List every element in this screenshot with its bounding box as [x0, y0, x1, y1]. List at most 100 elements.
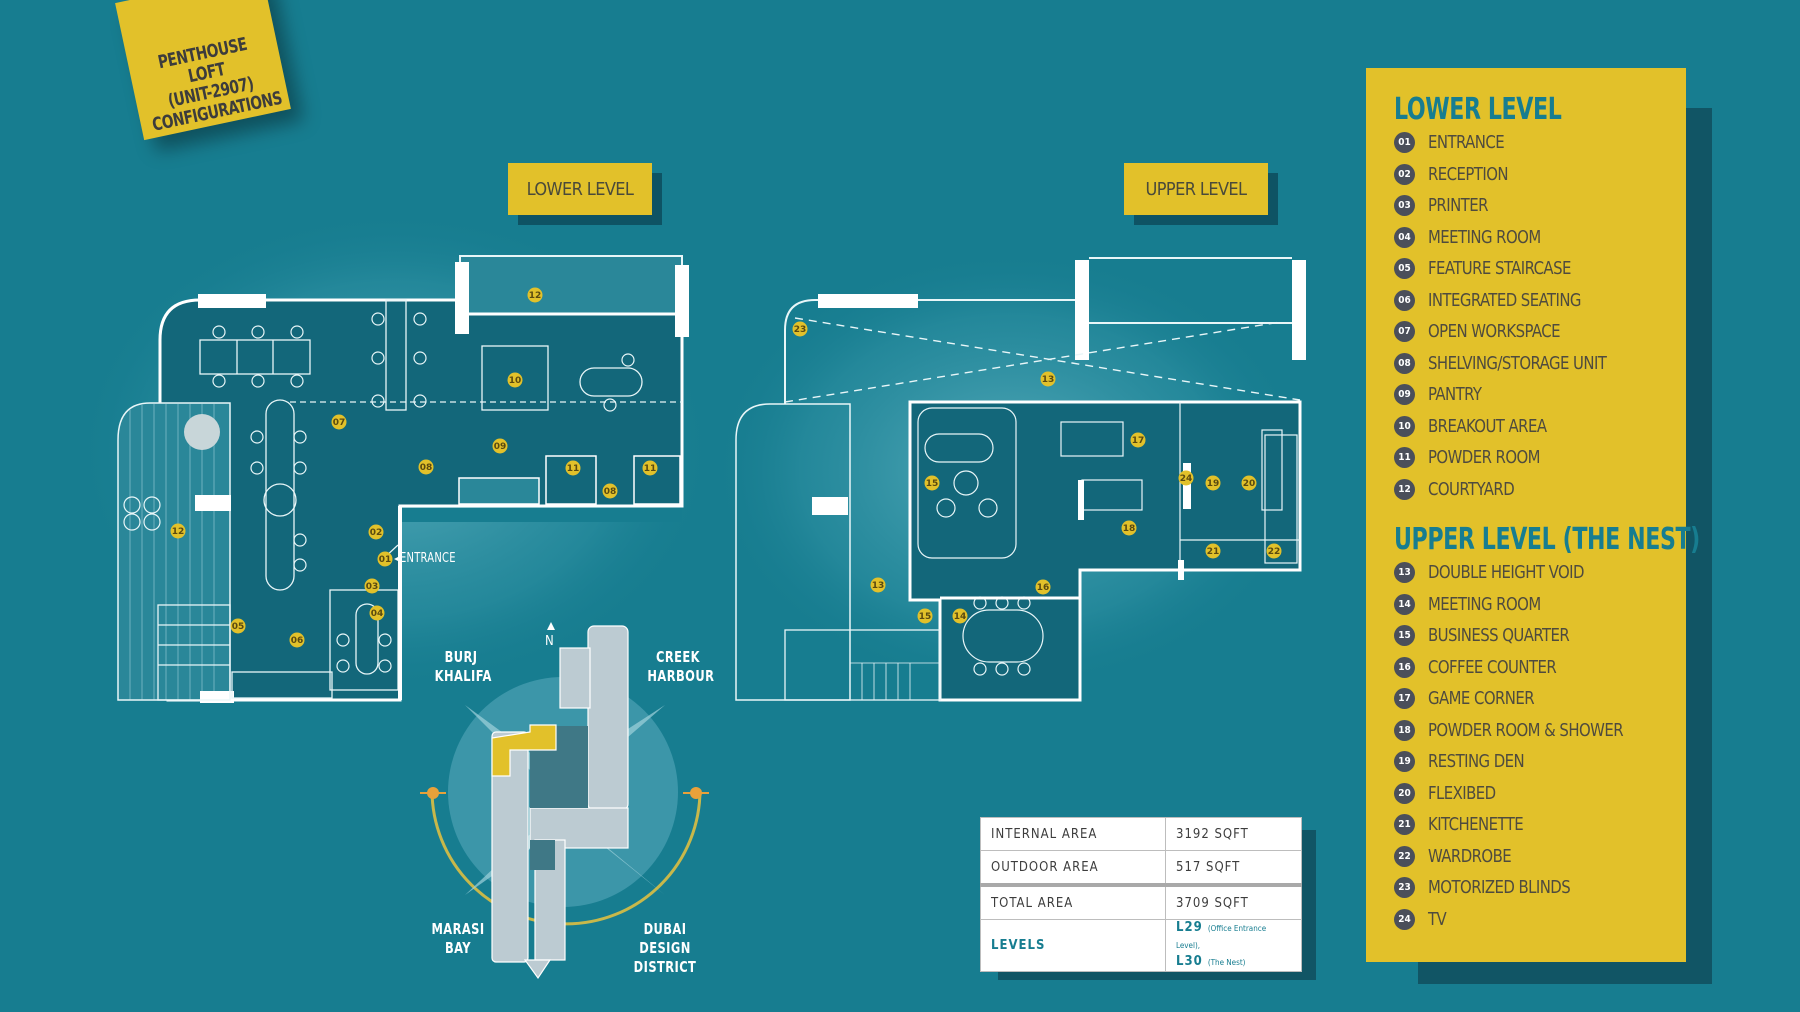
room-marker-11: 11 — [642, 460, 658, 476]
legend-number-badge: 17 — [1394, 688, 1415, 710]
marker-dot — [1130, 432, 1146, 448]
room-marker-10: 10 — [507, 372, 523, 388]
legend-item-label: COURTYARD — [1428, 478, 1515, 500]
marker-number: 13 — [872, 581, 885, 591]
marker-dot — [527, 287, 543, 303]
legend-item-label: COFFEE COUNTER — [1428, 656, 1557, 678]
wall-segment — [1292, 260, 1306, 360]
powder-room — [633, 455, 681, 505]
legend-number-badge: 13 — [1394, 562, 1415, 584]
legend-item-label: RECEPTION — [1428, 163, 1509, 185]
marker-number: 16 — [1037, 583, 1050, 593]
marker-dot — [952, 608, 968, 624]
void-outline — [735, 403, 851, 701]
marker-number: 20 — [1243, 479, 1256, 489]
marker-number: 11 — [644, 464, 657, 474]
legend-item: 23 MOTORIZED BLINDS — [1394, 872, 1767, 904]
legend-item-label: MOTORIZED BLINDS — [1428, 877, 1571, 899]
marker-dot — [917, 608, 933, 624]
key-plan — [420, 622, 709, 980]
marker-dot — [377, 551, 393, 567]
wall-segment — [1178, 560, 1184, 580]
marker-number: 12 — [529, 291, 542, 301]
legend-lower-title: LOWER LEVEL — [1394, 92, 1562, 127]
marker-dot — [368, 524, 384, 540]
legend-item: 08 SHELVING/STORAGE UNIT — [1394, 348, 1622, 380]
room-marker-21: 21 — [1205, 543, 1221, 559]
upper-floor-slab — [908, 400, 1302, 702]
direction-line: KHALIFA — [434, 667, 492, 685]
direction-line: MARASI — [431, 920, 485, 938]
room-marker-06: 06 — [289, 632, 305, 648]
legend-number-badge: 15 — [1394, 625, 1415, 647]
marker-dot — [565, 460, 581, 476]
legend-number-badge: 12 — [1394, 478, 1415, 500]
legend-number-badge: 22 — [1394, 845, 1415, 867]
marker-number: 04 — [371, 609, 384, 619]
legend-item-label: PANTRY — [1428, 384, 1482, 406]
room-marker-05: 05 — [230, 618, 246, 634]
wall-segment — [200, 691, 234, 703]
room-marker-19: 19 — [1205, 475, 1221, 491]
legend-item: 02 RECEPTION — [1394, 159, 1622, 191]
legend-number-badge: 01 — [1394, 132, 1415, 154]
marker-dot — [1241, 475, 1257, 491]
room-marker-15: 15 — [917, 608, 933, 624]
marker-dot — [924, 475, 940, 491]
room-marker-02: 02 — [368, 524, 384, 540]
marker-dot — [418, 459, 434, 475]
pantry-counter — [458, 477, 540, 505]
legend-item-label: FLEXIBED — [1428, 782, 1496, 804]
levels-label: LEVELS — [980, 919, 1166, 972]
wall-segment — [195, 495, 231, 511]
marker-dot — [792, 321, 808, 337]
entrance-label: ENTRANCE — [400, 551, 456, 566]
legend-number-badge: 06 — [1394, 289, 1415, 311]
legend-number-badge: 16 — [1394, 656, 1415, 678]
table-row-levels: LEVELS L29 (Office Entrance Level), L30 … — [980, 919, 1302, 972]
lower-level-tag: LOWER LEVEL — [508, 163, 652, 215]
legend-number-badge: 23 — [1394, 877, 1415, 899]
marker-dot — [1205, 475, 1221, 491]
legend-item-label: PRINTER — [1428, 195, 1488, 217]
row-value: 3192 SQFT — [1165, 817, 1302, 851]
room-marker-01: 01 — [377, 551, 393, 567]
room-marker-24: 24 — [1178, 470, 1194, 486]
marker-number: 07 — [333, 418, 346, 428]
legend-number-badge: 11 — [1394, 447, 1415, 469]
legend-number-badge: 02 — [1394, 163, 1415, 185]
marker-dot — [331, 414, 347, 430]
marker-dot — [1178, 470, 1194, 486]
marker-number: 02 — [370, 528, 383, 538]
legend-item-label: WARDROBE — [1428, 845, 1512, 867]
marker-number: 15 — [919, 612, 932, 622]
legend-number-badge: 03 — [1394, 195, 1415, 217]
marker-number: 10 — [509, 376, 522, 386]
legend-item-label: SHELVING/STORAGE UNIT — [1428, 352, 1607, 374]
marker-dot — [1266, 543, 1282, 559]
legend-number-badge: 09 — [1394, 384, 1415, 406]
upper-level-tag: UPPER LEVEL — [1124, 163, 1268, 215]
marker-number: 01 — [379, 555, 392, 565]
marker-number: 21 — [1207, 547, 1220, 557]
legend-number-badge: 21 — [1394, 814, 1415, 836]
sunrise-icon — [420, 787, 446, 799]
marker-dot — [492, 438, 508, 454]
legend-number-badge: 10 — [1394, 415, 1415, 437]
lower-level-plan — [75, 210, 715, 703]
legend-number-badge: 08 — [1394, 352, 1415, 374]
row-label: INTERNAL AREA — [980, 817, 1166, 851]
direction-line: DUBAI DESIGN — [639, 920, 691, 957]
